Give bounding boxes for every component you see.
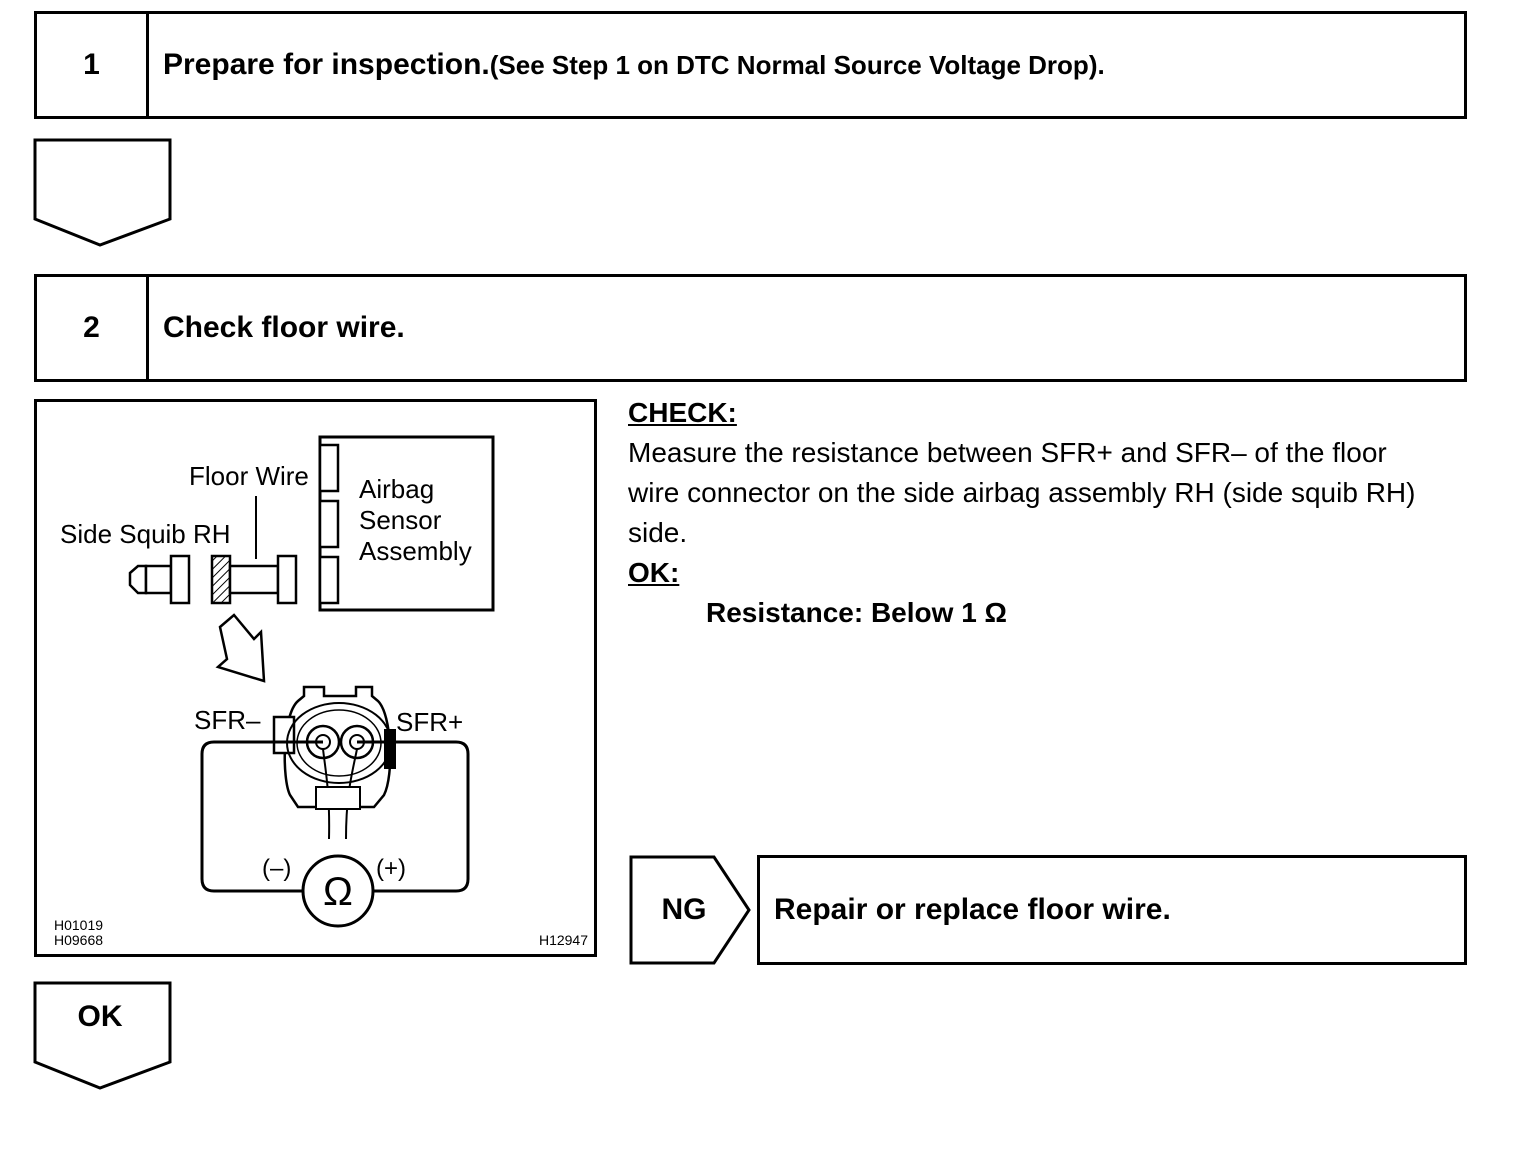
step-1-title-main: Prepare for inspection.	[163, 48, 490, 81]
check-line-3: side.	[628, 517, 688, 548]
step-1-title: Prepare for inspection.(See Step 1 on DT…	[163, 14, 1105, 116]
code-right: H12947	[539, 932, 588, 948]
check-line-1: Measure the resistance between SFR+ and …	[628, 437, 1387, 468]
check-section: CHECK: Measure the resistance between SF…	[628, 393, 1508, 633]
code-left-1: H01019	[54, 917, 103, 933]
resistance-spec: Resistance: Below 1 Ω	[706, 597, 1007, 628]
label-sfr-plus: SFR+	[396, 707, 463, 737]
ng-action-box: Repair or replace floor wire.	[757, 855, 1467, 965]
label-floor-wire: Floor Wire	[189, 461, 309, 491]
label-sensor: Sensor	[359, 505, 442, 535]
floor-wire-diagram: Airbag Sensor Assembly Floor Wire Side S…	[34, 399, 597, 957]
airbag-sensor-assembly	[318, 435, 495, 612]
ng-action-text: Repair or replace floor wire.	[774, 893, 1171, 926]
label-probe-minus: (–)	[262, 855, 291, 882]
flow-arrow-1	[33, 138, 172, 247]
check-heading: CHECK:	[628, 397, 737, 428]
step-1-box: 1 Prepare for inspection.(See Step 1 on …	[34, 11, 1467, 119]
step-2-box: 2 Check floor wire.	[34, 274, 1467, 382]
ohmmeter	[301, 854, 375, 928]
label-assembly: Assembly	[359, 536, 472, 566]
ng-label: NG	[661, 893, 707, 926]
ok-label: OK	[77, 1000, 123, 1033]
ohmmeter-circuit	[200, 740, 470, 928]
step-1-number: 1	[37, 14, 149, 116]
step-2-number: 2	[37, 277, 149, 379]
ok-flow-arrow	[33, 981, 172, 1090]
ok-heading: OK:	[628, 557, 680, 588]
step-2-title: Check floor wire.	[163, 311, 405, 344]
ng-arrow	[629, 855, 751, 965]
side-squib-connector	[128, 554, 191, 605]
label-side-squib: Side Squib RH	[60, 519, 231, 549]
direction-arrow	[215, 613, 266, 683]
floor-wire-connector	[210, 554, 298, 605]
label-probe-plus: (+)	[376, 855, 406, 882]
check-line-2: wire connector on the side airbag assemb…	[628, 477, 1416, 508]
label-airbag: Airbag	[359, 474, 434, 504]
label-sfr-minus: SFR–	[194, 705, 261, 735]
step-1-title-note: (See Step 1 on DTC Normal Source Voltage…	[489, 49, 1105, 80]
ohm-symbol: Ω	[323, 870, 353, 914]
code-left-2: H09668	[54, 932, 103, 948]
